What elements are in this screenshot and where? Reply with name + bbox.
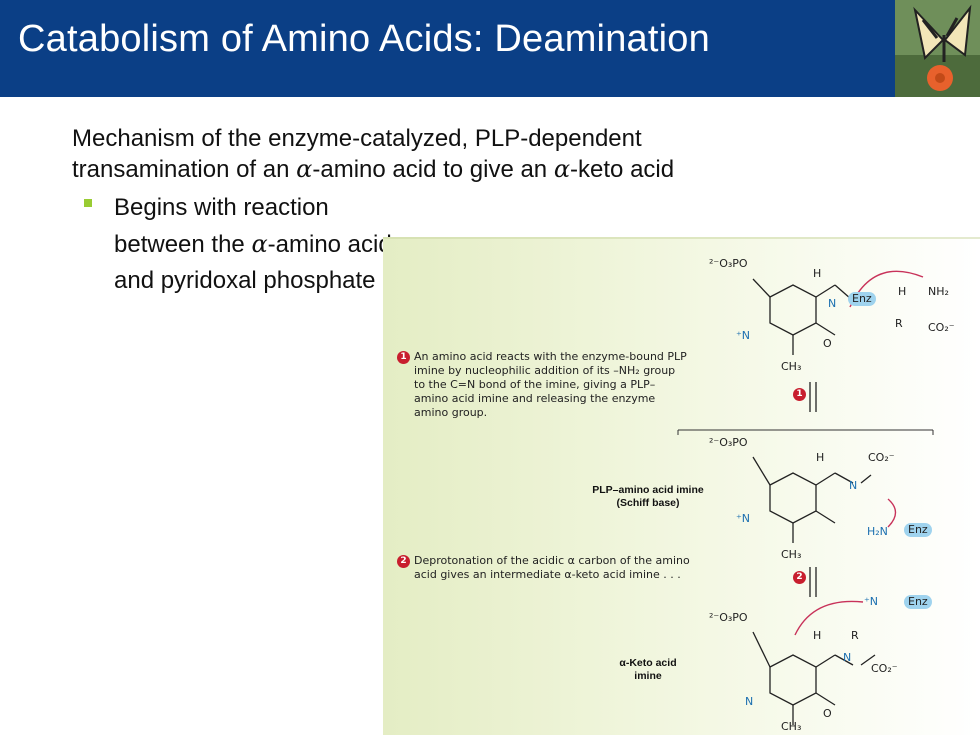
step-2-text: Deprotonation of the acidic α carbon of …: [414, 554, 690, 581]
o-label-1: O: [823, 337, 832, 350]
body-line-2-part-a: transamination of an: [72, 156, 297, 183]
label-keto-imine: α-Keto acid imine: [619, 657, 677, 682]
r-label-1: R: [895, 317, 903, 330]
structure-2: [752, 456, 897, 543]
step-2-number: 2: [397, 555, 410, 568]
nplus-label-2: ⁺N: [736, 512, 751, 525]
r-label-2: R: [851, 629, 859, 642]
n-label-3: N: [843, 651, 852, 664]
arrow-1-number: 1: [793, 388, 806, 401]
phosphate-label-3: ²⁻O₃PO: [709, 611, 748, 624]
h-label-2: H: [898, 285, 907, 298]
ch3-label-1: CH₃: [781, 360, 802, 373]
enz-badge-2: Enz: [904, 523, 932, 537]
n-label-1: N: [828, 297, 837, 310]
enz-badge-3: Enz: [904, 595, 932, 609]
bullet-marker: [84, 199, 92, 207]
co2-label-3: CO₂⁻: [871, 662, 898, 675]
bullet-text-part-b: -amino acid and pyridoxal phosphate: [114, 231, 392, 294]
ch3-label-2: CH₃: [781, 548, 802, 561]
reaction-arrows: [809, 382, 817, 597]
co2-label-1: CO₂⁻: [928, 321, 955, 334]
h-label-1: H: [813, 267, 822, 280]
step-1-number: 1: [397, 351, 410, 364]
alpha-symbol: α: [296, 155, 313, 183]
h-label-3: H: [816, 451, 825, 464]
body-line-1: Mechanism of the enzyme-catalyzed, PLP-d…: [72, 125, 642, 152]
arrow-2-number: 2: [793, 571, 806, 584]
step-1-text: An amino acid reacts with the enzyme-bou…: [414, 350, 687, 419]
h2n-label: H₂N: [867, 525, 888, 538]
ch3-label-3: CH₃: [781, 720, 802, 733]
body-text: Mechanism of the enzyme-catalyzed, PLP-d…: [72, 124, 852, 185]
nh2-label: NH₂: [928, 285, 949, 298]
alpha-symbol: α: [553, 155, 571, 183]
co2-label-2: CO₂⁻: [868, 451, 895, 464]
bullet-text-part-a: Begins with reaction between the: [114, 194, 329, 258]
body-line-2-part-c: -keto acid: [570, 156, 675, 183]
figure-background: [383, 237, 980, 735]
title-bar: Catabolism of Amino Acids: Deamination: [0, 0, 980, 97]
nplus-label-1: ⁺N: [736, 329, 751, 342]
enz-badge-1: Enz: [848, 292, 876, 306]
body-line-2: transamination of an α-amino acid to giv…: [72, 154, 852, 185]
bullet-text: Begins with reaction between the α-amino…: [114, 190, 394, 299]
slide-title: Catabolism of Amino Acids: Deamination: [18, 18, 710, 60]
o-label-3: O: [823, 707, 832, 720]
n-label-2: N: [849, 479, 858, 492]
mechanism-figure: ²⁻O₃PO H N Enz NH₂ H R CO₂⁻ ⁺N O CH₃ 1 A…: [383, 237, 980, 735]
label-plp-imine: PLP–amino acid imine (Schiff base): [592, 484, 704, 509]
structure-3: [752, 600, 876, 725]
body-line-2-part-b: -amino acid to give an: [312, 156, 554, 183]
phosphate-label-1: ²⁻O₃PO: [709, 257, 748, 270]
butterfly-image: [895, 0, 980, 97]
h-label-4: H: [813, 629, 822, 642]
n-label-4: N: [745, 695, 754, 708]
alpha-symbol: α: [251, 230, 268, 258]
nh3-plus-label: ⁺N: [864, 595, 879, 608]
phosphate-label-2: ²⁻O₃PO: [709, 436, 748, 449]
